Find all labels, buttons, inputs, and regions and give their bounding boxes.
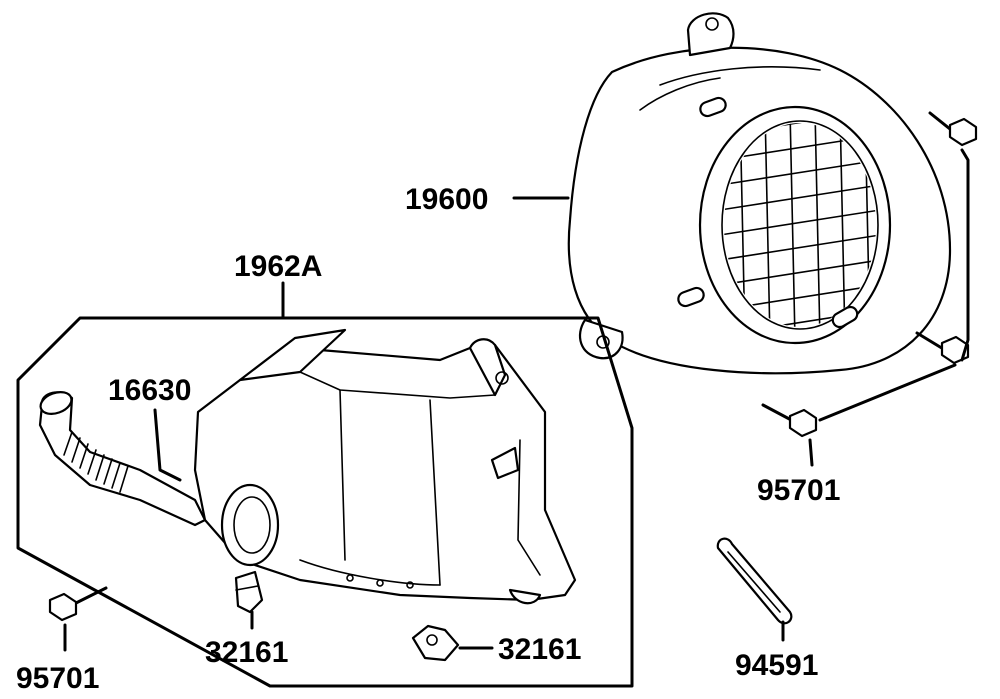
assembly-outline <box>16 316 634 688</box>
strap-part[interactable] <box>716 537 793 625</box>
label-clip-lower-left: 32161 <box>205 636 288 669</box>
label-shroud-assembly: 1962A <box>234 250 322 283</box>
bolt-upper-right[interactable] <box>928 111 978 147</box>
fan-cover-part[interactable] <box>567 12 952 375</box>
clip-lower-left-part[interactable] <box>234 570 264 614</box>
fan-cover-mesh <box>724 123 876 327</box>
label-strap: 94591 <box>735 649 818 682</box>
label-duct-hose: 16630 <box>108 374 191 407</box>
label-bolt-right: 95701 <box>757 474 840 507</box>
bolt-lower-left[interactable] <box>48 586 108 622</box>
bolt-group-leader <box>808 148 970 467</box>
shroud-part[interactable] <box>193 328 577 605</box>
leader-duct-hose <box>153 408 182 482</box>
duct-hose-part[interactable] <box>38 388 207 527</box>
clip-lower-right-part[interactable] <box>411 624 460 662</box>
bolt-middle-right[interactable] <box>915 331 970 365</box>
label-bolt-left: 95701 <box>16 662 99 695</box>
label-fan-cover: 19600 <box>405 183 488 216</box>
bolt-lower-right[interactable] <box>761 403 818 438</box>
label-clip-lower-right: 32161 <box>498 633 581 666</box>
